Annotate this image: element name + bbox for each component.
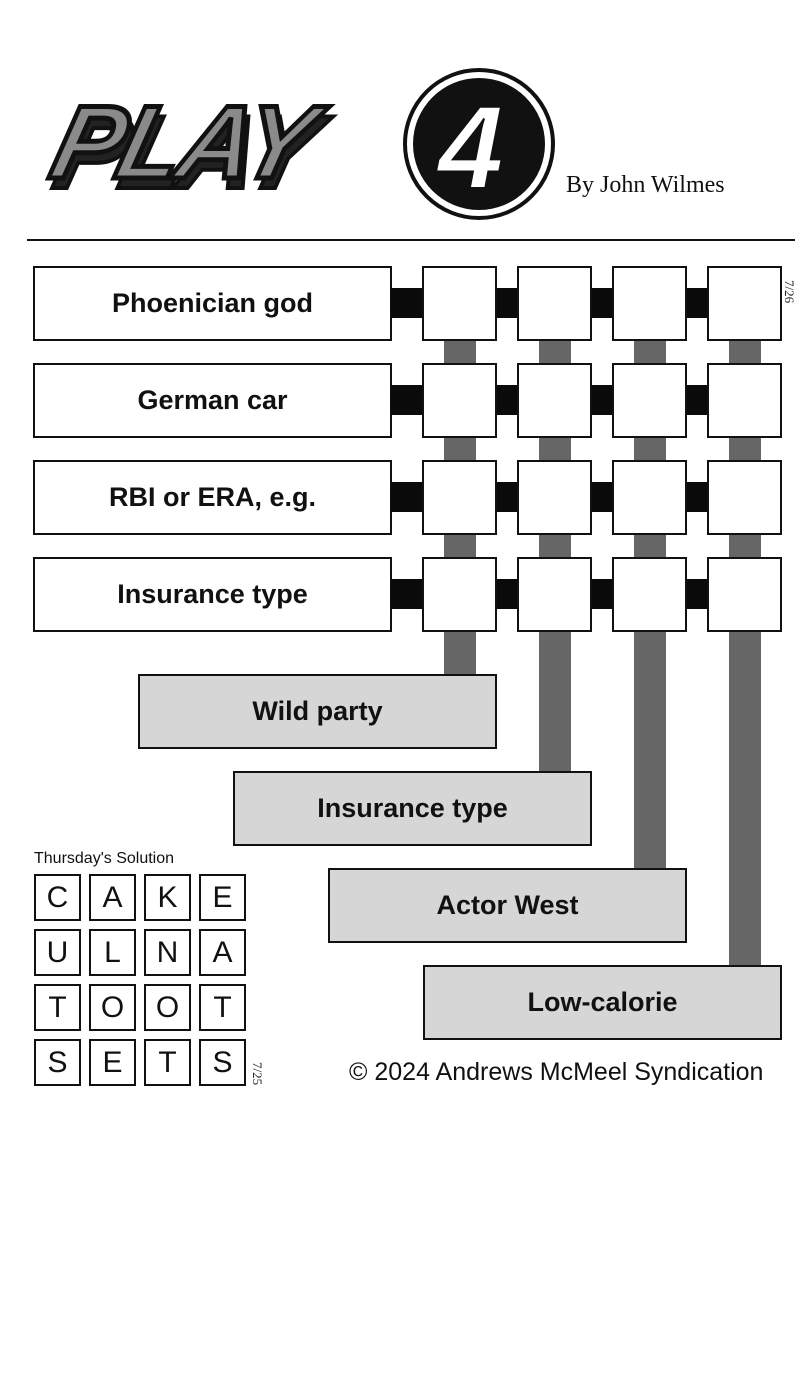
grid-cell[interactable] bbox=[707, 557, 782, 632]
connector bbox=[686, 482, 708, 512]
connector bbox=[391, 579, 423, 609]
connector bbox=[496, 385, 518, 415]
grid-cell[interactable] bbox=[517, 557, 592, 632]
across-clue-1: Phoenician god bbox=[33, 266, 392, 341]
solution-cell: O bbox=[144, 984, 191, 1031]
grid-cell[interactable] bbox=[612, 557, 687, 632]
solution-cell: O bbox=[89, 984, 136, 1031]
grid-cell[interactable] bbox=[422, 363, 497, 438]
solution-cell: S bbox=[199, 1039, 246, 1086]
connector bbox=[686, 579, 708, 609]
header-divider bbox=[27, 239, 795, 241]
connector bbox=[496, 288, 518, 318]
down-bar-4 bbox=[729, 338, 761, 968]
solution-cell: K bbox=[144, 874, 191, 921]
grid-cell[interactable] bbox=[707, 266, 782, 341]
grid-cell[interactable] bbox=[517, 363, 592, 438]
grid-cell[interactable] bbox=[612, 266, 687, 341]
play4-logo: PLAY PLAY 4 bbox=[40, 68, 555, 220]
solution-date: 7/25 bbox=[250, 1062, 265, 1086]
solution-cell: E bbox=[199, 874, 246, 921]
solution-title: Thursday's Solution bbox=[34, 850, 175, 867]
solution-cell: L bbox=[89, 929, 136, 976]
grid-cell[interactable] bbox=[422, 266, 497, 341]
connector bbox=[591, 385, 613, 415]
solution-cell: E bbox=[89, 1039, 136, 1086]
down-clue-1: Wild party bbox=[138, 674, 497, 749]
solution-cell: T bbox=[144, 1039, 191, 1086]
connector bbox=[496, 482, 518, 512]
grid-cell[interactable] bbox=[517, 460, 592, 535]
connector bbox=[686, 385, 708, 415]
down-clue-3: Actor West bbox=[328, 868, 687, 943]
grid-cell[interactable] bbox=[612, 363, 687, 438]
solution-cell: T bbox=[34, 984, 81, 1031]
grid-cell[interactable] bbox=[517, 266, 592, 341]
logo-play-text: PLAY bbox=[41, 84, 336, 200]
down-clue-4: Low-calorie bbox=[423, 965, 782, 1040]
connector bbox=[391, 385, 423, 415]
grid-cell[interactable] bbox=[707, 460, 782, 535]
grid-cell[interactable] bbox=[422, 557, 497, 632]
solution-cell: U bbox=[34, 929, 81, 976]
across-clue-3: RBI or ERA, e.g. bbox=[33, 460, 392, 535]
solution-cell: N bbox=[144, 929, 191, 976]
connector bbox=[686, 288, 708, 318]
across-clue-4: Insurance type bbox=[33, 557, 392, 632]
solution-cell: S bbox=[34, 1039, 81, 1086]
solution-cell: C bbox=[34, 874, 81, 921]
logo-4-text: 4 bbox=[436, 82, 504, 214]
solution-cell: T bbox=[199, 984, 246, 1031]
across-clue-2: German car bbox=[33, 363, 392, 438]
solution-cell: A bbox=[199, 929, 246, 976]
connector bbox=[391, 482, 423, 512]
connector bbox=[391, 288, 423, 318]
grid-cell[interactable] bbox=[612, 460, 687, 535]
grid-cell[interactable] bbox=[707, 363, 782, 438]
connector bbox=[496, 579, 518, 609]
grid-cell[interactable] bbox=[422, 460, 497, 535]
connector bbox=[591, 482, 613, 512]
down-clue-2: Insurance type bbox=[233, 771, 592, 846]
connector bbox=[591, 288, 613, 318]
solution-cell: A bbox=[89, 874, 136, 921]
svg-text:PLAY: PLAY bbox=[44, 94, 339, 210]
puzzle-date: 7/26 bbox=[782, 280, 795, 304]
copyright: © 2024 Andrews McMeel Syndication bbox=[349, 1058, 764, 1086]
byline: By John Wilmes bbox=[566, 172, 725, 198]
connector bbox=[591, 579, 613, 609]
